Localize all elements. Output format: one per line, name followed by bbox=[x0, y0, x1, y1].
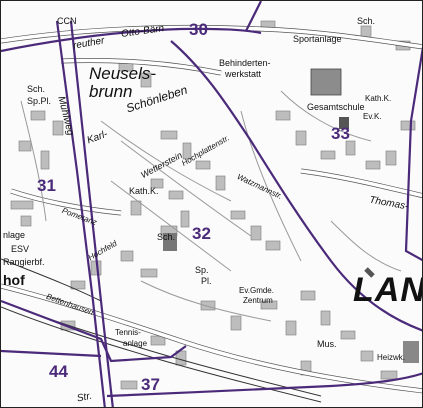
roads-fill bbox=[1, 25, 422, 393]
minor-streets bbox=[20, 90, 402, 322]
label-esv: ESV bbox=[11, 244, 30, 254]
buildings bbox=[10, 20, 416, 390]
heizwerk-building bbox=[403, 341, 419, 363]
label-sch-top: Sch. bbox=[357, 16, 376, 26]
label-sch-left: Sch. bbox=[27, 84, 46, 94]
label-sch-mid: Sch. bbox=[157, 232, 176, 242]
label-sppl-left: Sp.Pl. bbox=[27, 96, 52, 106]
label-ev-gmde: Ev.Gmde. bbox=[239, 286, 274, 295]
district-33-label: 33 bbox=[331, 124, 350, 143]
district-44-label: 44 bbox=[49, 362, 68, 381]
label-ccn: CCN bbox=[57, 16, 77, 26]
gesamtschule-building bbox=[310, 68, 342, 96]
district-30-label: 30 bbox=[189, 20, 208, 39]
label-hof: hof bbox=[3, 272, 25, 288]
label-gesamtschule: Gesamtschule bbox=[307, 102, 365, 112]
label-kath-k-right: Kath.K. bbox=[365, 94, 392, 103]
label-pl-mid: Pl. bbox=[201, 276, 212, 286]
label-behinderten: Behinderten- bbox=[219, 58, 271, 68]
label-mus: Mus. bbox=[317, 339, 337, 349]
label-rangierbf: Rangierbf. bbox=[3, 257, 45, 267]
label-sp-mid: Sp. bbox=[195, 265, 209, 275]
label-sportanlage: Sportanlage bbox=[293, 34, 342, 44]
label-ev-k: Ev.K. bbox=[363, 112, 382, 121]
label-kath-k-mid: Kath.K. bbox=[129, 186, 159, 196]
label-heizwk: Heizwk. bbox=[377, 353, 406, 362]
label-werkstatt: werkstatt bbox=[225, 69, 262, 79]
sch-mid-building bbox=[163, 233, 177, 251]
district-32-label: 32 bbox=[192, 224, 211, 243]
label-nlage: nlage bbox=[3, 230, 26, 240]
label-zentrum: Zentrum bbox=[243, 296, 273, 305]
city-label-lan: LAN bbox=[353, 271, 423, 309]
district-31-label: 31 bbox=[37, 176, 56, 195]
label-tennis: Tennis- bbox=[115, 328, 141, 337]
evk-building bbox=[339, 117, 349, 129]
road-stub bbox=[364, 267, 375, 278]
label-anlage: anlage bbox=[123, 339, 148, 348]
town-label-neuselsbrunn: Neusels- brunn bbox=[89, 64, 157, 101]
district-37-label: 37 bbox=[141, 375, 160, 394]
